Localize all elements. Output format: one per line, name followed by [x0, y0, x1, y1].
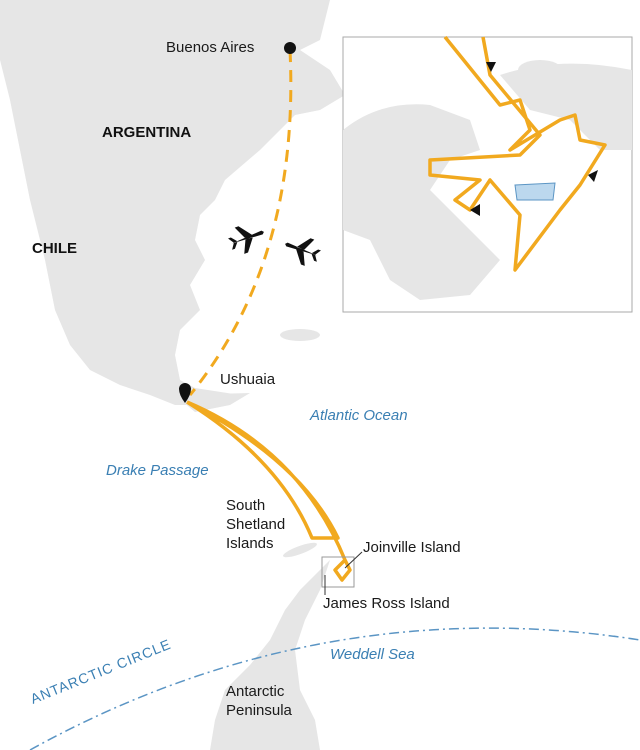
label-ushuaia: Ushuaia [220, 371, 276, 388]
label-james-ross-island: James Ross Island [323, 595, 450, 612]
label-drake-passage: Drake Passage [106, 462, 209, 479]
south-america-land [0, 0, 345, 405]
label-joinville-island: Joinville Island [363, 539, 461, 556]
ship-route [186, 400, 352, 582]
south-shetland-islands [283, 542, 317, 558]
label-argentina: ARGENTINA [102, 124, 192, 141]
inset-locator-box [321, 556, 355, 588]
label-buenos-aires: Buenos Aires [166, 39, 255, 56]
airplane-icon [228, 226, 264, 254]
label-atlantic-ocean: Atlantic Ocean [310, 407, 408, 424]
airplane-icon [285, 238, 321, 266]
label-weddell-sea: Weddell Sea [330, 646, 415, 663]
antarctic-peninsula-land [210, 560, 330, 750]
antarctic-circle [29, 627, 640, 750]
flight-route [188, 49, 293, 396]
label-chile: CHILE [32, 240, 77, 257]
inset-map [342, 35, 633, 313]
falklands [280, 329, 320, 341]
city-dot-icon [284, 42, 296, 54]
map-pin-icon [179, 383, 191, 403]
